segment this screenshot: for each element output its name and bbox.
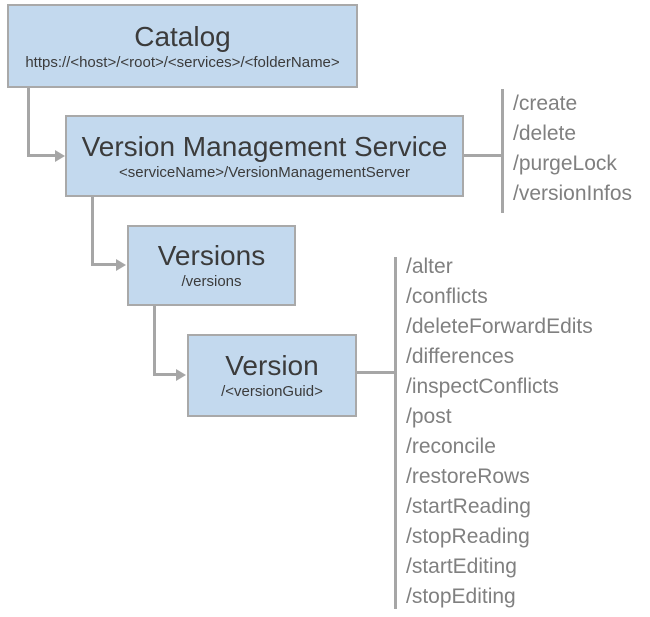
- versions-path: /versions: [181, 273, 242, 290]
- operation-label: /startEditing: [406, 555, 517, 578]
- connector-versions-version-horizontal: [153, 373, 177, 376]
- operation-label: /delete: [513, 122, 577, 145]
- version-title: Version: [225, 350, 319, 381]
- operation-label: /create: [513, 92, 578, 115]
- version-operations-stub: [357, 371, 395, 374]
- node-version-management-service: Version Management Service <serviceName>…: [65, 115, 464, 197]
- version-operations-list: /alter/conflicts/deleteForwardEdits/diff…: [406, 252, 593, 612]
- connector-vms-versions-vertical: [91, 197, 94, 265]
- operation-label: /differences: [406, 345, 515, 368]
- operation-label: /stopReading: [406, 525, 530, 548]
- operation-label: /purgeLock: [513, 152, 617, 175]
- catalog-url: https://<host>/<root>/<services>/<folder…: [25, 53, 340, 71]
- operation-label: /stopEditing: [406, 585, 516, 608]
- versions-title: Versions: [157, 240, 266, 271]
- vms-path: <serviceName>/VersionManagementServer: [119, 163, 410, 181]
- arrowhead-icon: [176, 368, 186, 381]
- version-path: /<versionGuid>: [221, 383, 323, 400]
- operation-label: /post: [406, 405, 452, 428]
- operation-label: /inspectConflicts: [406, 375, 559, 398]
- vms-title: Version Management Service: [81, 130, 448, 162]
- node-version: Version /<versionGuid>: [187, 334, 357, 417]
- node-catalog: Catalog https://<host>/<root>/<services>…: [7, 4, 358, 88]
- operation-label: /startReading: [406, 495, 531, 518]
- operation-label: /deleteForwardEdits: [406, 315, 593, 338]
- arrowhead-icon: [116, 258, 126, 271]
- catalog-title: Catalog: [134, 20, 231, 52]
- connector-vms-versions-horizontal: [91, 263, 117, 266]
- operation-label: /reconcile: [406, 435, 496, 458]
- node-versions: Versions /versions: [127, 225, 296, 306]
- vms-operations-list: /create/delete/purgeLock/versionInfos: [513, 89, 632, 209]
- operation-label: /restoreRows: [406, 465, 530, 488]
- operation-label: /alter: [406, 255, 453, 278]
- connector-catalog-vms-vertical: [27, 88, 30, 156]
- operation-label: /versionInfos: [513, 182, 633, 205]
- operation-label: /conflicts: [406, 285, 488, 308]
- arrowhead-icon: [55, 149, 65, 162]
- vms-operations-divider: [501, 89, 504, 213]
- version-operations-divider: [394, 257, 397, 609]
- vms-operations-stub: [464, 154, 503, 157]
- connector-catalog-vms-horizontal: [27, 154, 56, 157]
- connector-versions-version-vertical: [153, 306, 156, 375]
